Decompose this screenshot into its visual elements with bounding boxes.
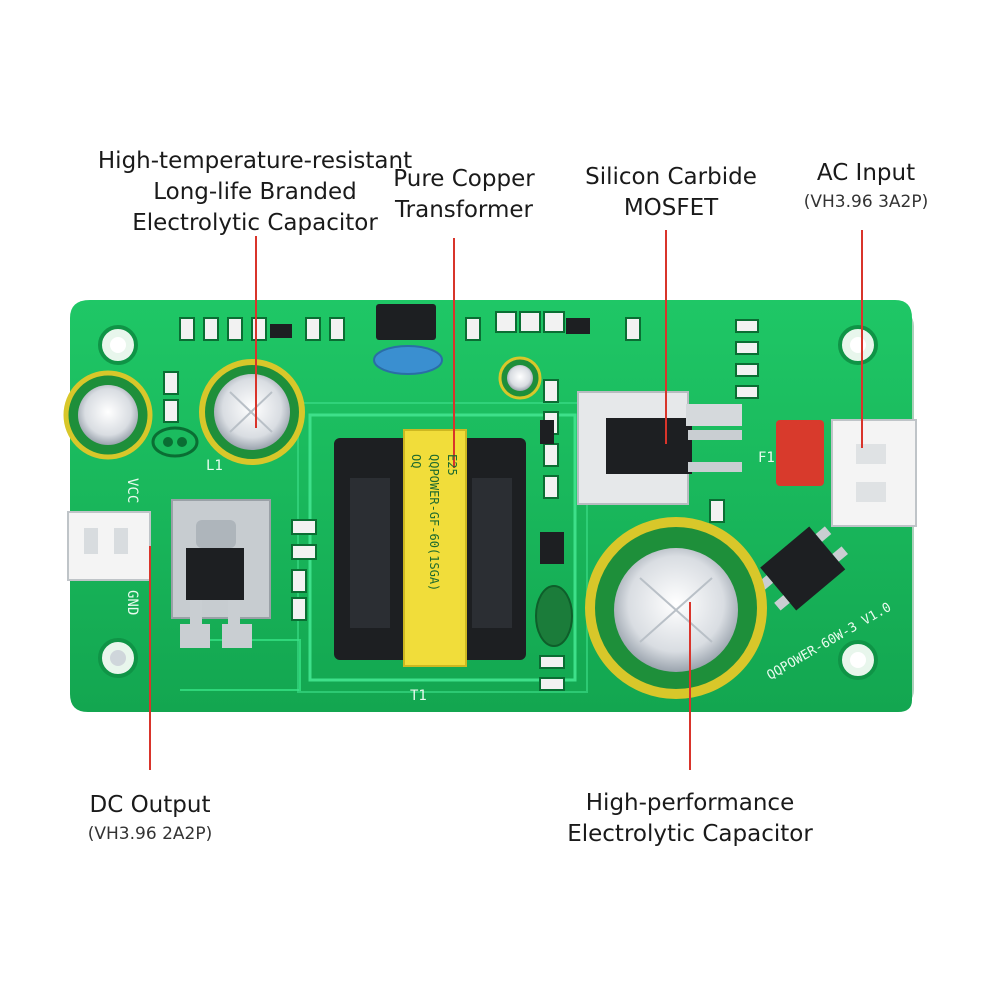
callout-capacitor-high-temp: High-temperature-resistant Long-life Bra…	[40, 146, 470, 239]
dc-output-connector	[67, 511, 151, 581]
transformer-text-3: OQ	[409, 454, 423, 468]
callout-text: High-temperature-resistant	[97, 148, 413, 174]
bridge-rectifier	[757, 526, 848, 611]
callout-mosfet: Silicon Carbide MOSFET	[566, 162, 776, 224]
fuse-f1	[776, 420, 824, 486]
transformer-text-1: E25	[445, 454, 459, 476]
silk-vcc: VCC	[124, 478, 140, 503]
capacitor-small-left	[63, 370, 153, 460]
transformer-text-2: QQPOWER-GF-60(1SGA)	[427, 454, 441, 591]
ac-input-connector	[831, 419, 917, 527]
callout-transformer: Pure Copper Transformer	[364, 164, 564, 226]
silk-gnd: GND	[124, 590, 140, 615]
silk-l1: L1	[206, 458, 223, 474]
callout-text: Electrolytic Capacitor	[132, 210, 378, 236]
callout-text: Electrolytic Capacitor	[567, 821, 813, 847]
callout-text: Pure Copper	[393, 166, 535, 192]
callout-text: Silicon Carbide	[585, 164, 757, 190]
callout-dc-output: DC Output (VH3.96 2A2P)	[60, 790, 240, 847]
transformer	[334, 429, 526, 667]
ic-chips	[270, 304, 590, 564]
callout-capacitor-large: High-performance Electrolytic Capacitor	[540, 788, 840, 850]
callout-title: DC Output	[89, 792, 211, 818]
ceramic-capacitor	[373, 345, 443, 375]
callout-spec: (VH3.96 2A2P)	[87, 824, 213, 844]
mounting-holes	[98, 325, 878, 680]
callout-title: AC Input	[816, 160, 916, 186]
silk-t1: T1	[410, 688, 427, 704]
callout-lines	[149, 230, 863, 770]
callout-text: Long-life Branded	[153, 179, 357, 205]
inductor-l1	[151, 426, 199, 458]
callout-text: Transformer	[394, 197, 533, 223]
mosfet-package	[577, 391, 742, 505]
callout-ac-input: AC Input (VH3.96 3A2P)	[776, 158, 956, 215]
silk-f1: F1	[758, 450, 775, 466]
smd-resistors	[163, 311, 759, 691]
callout-text: High-performance	[585, 790, 795, 816]
callout-text: MOSFET	[623, 195, 719, 221]
film-capacitor	[535, 585, 573, 647]
callout-spec: (VH3.96 3A2P)	[803, 192, 929, 212]
capacitor-high-temp	[199, 359, 305, 465]
capacitor-small-mid	[498, 356, 542, 400]
capacitor-large	[585, 517, 767, 699]
output-rectifier	[171, 499, 271, 648]
